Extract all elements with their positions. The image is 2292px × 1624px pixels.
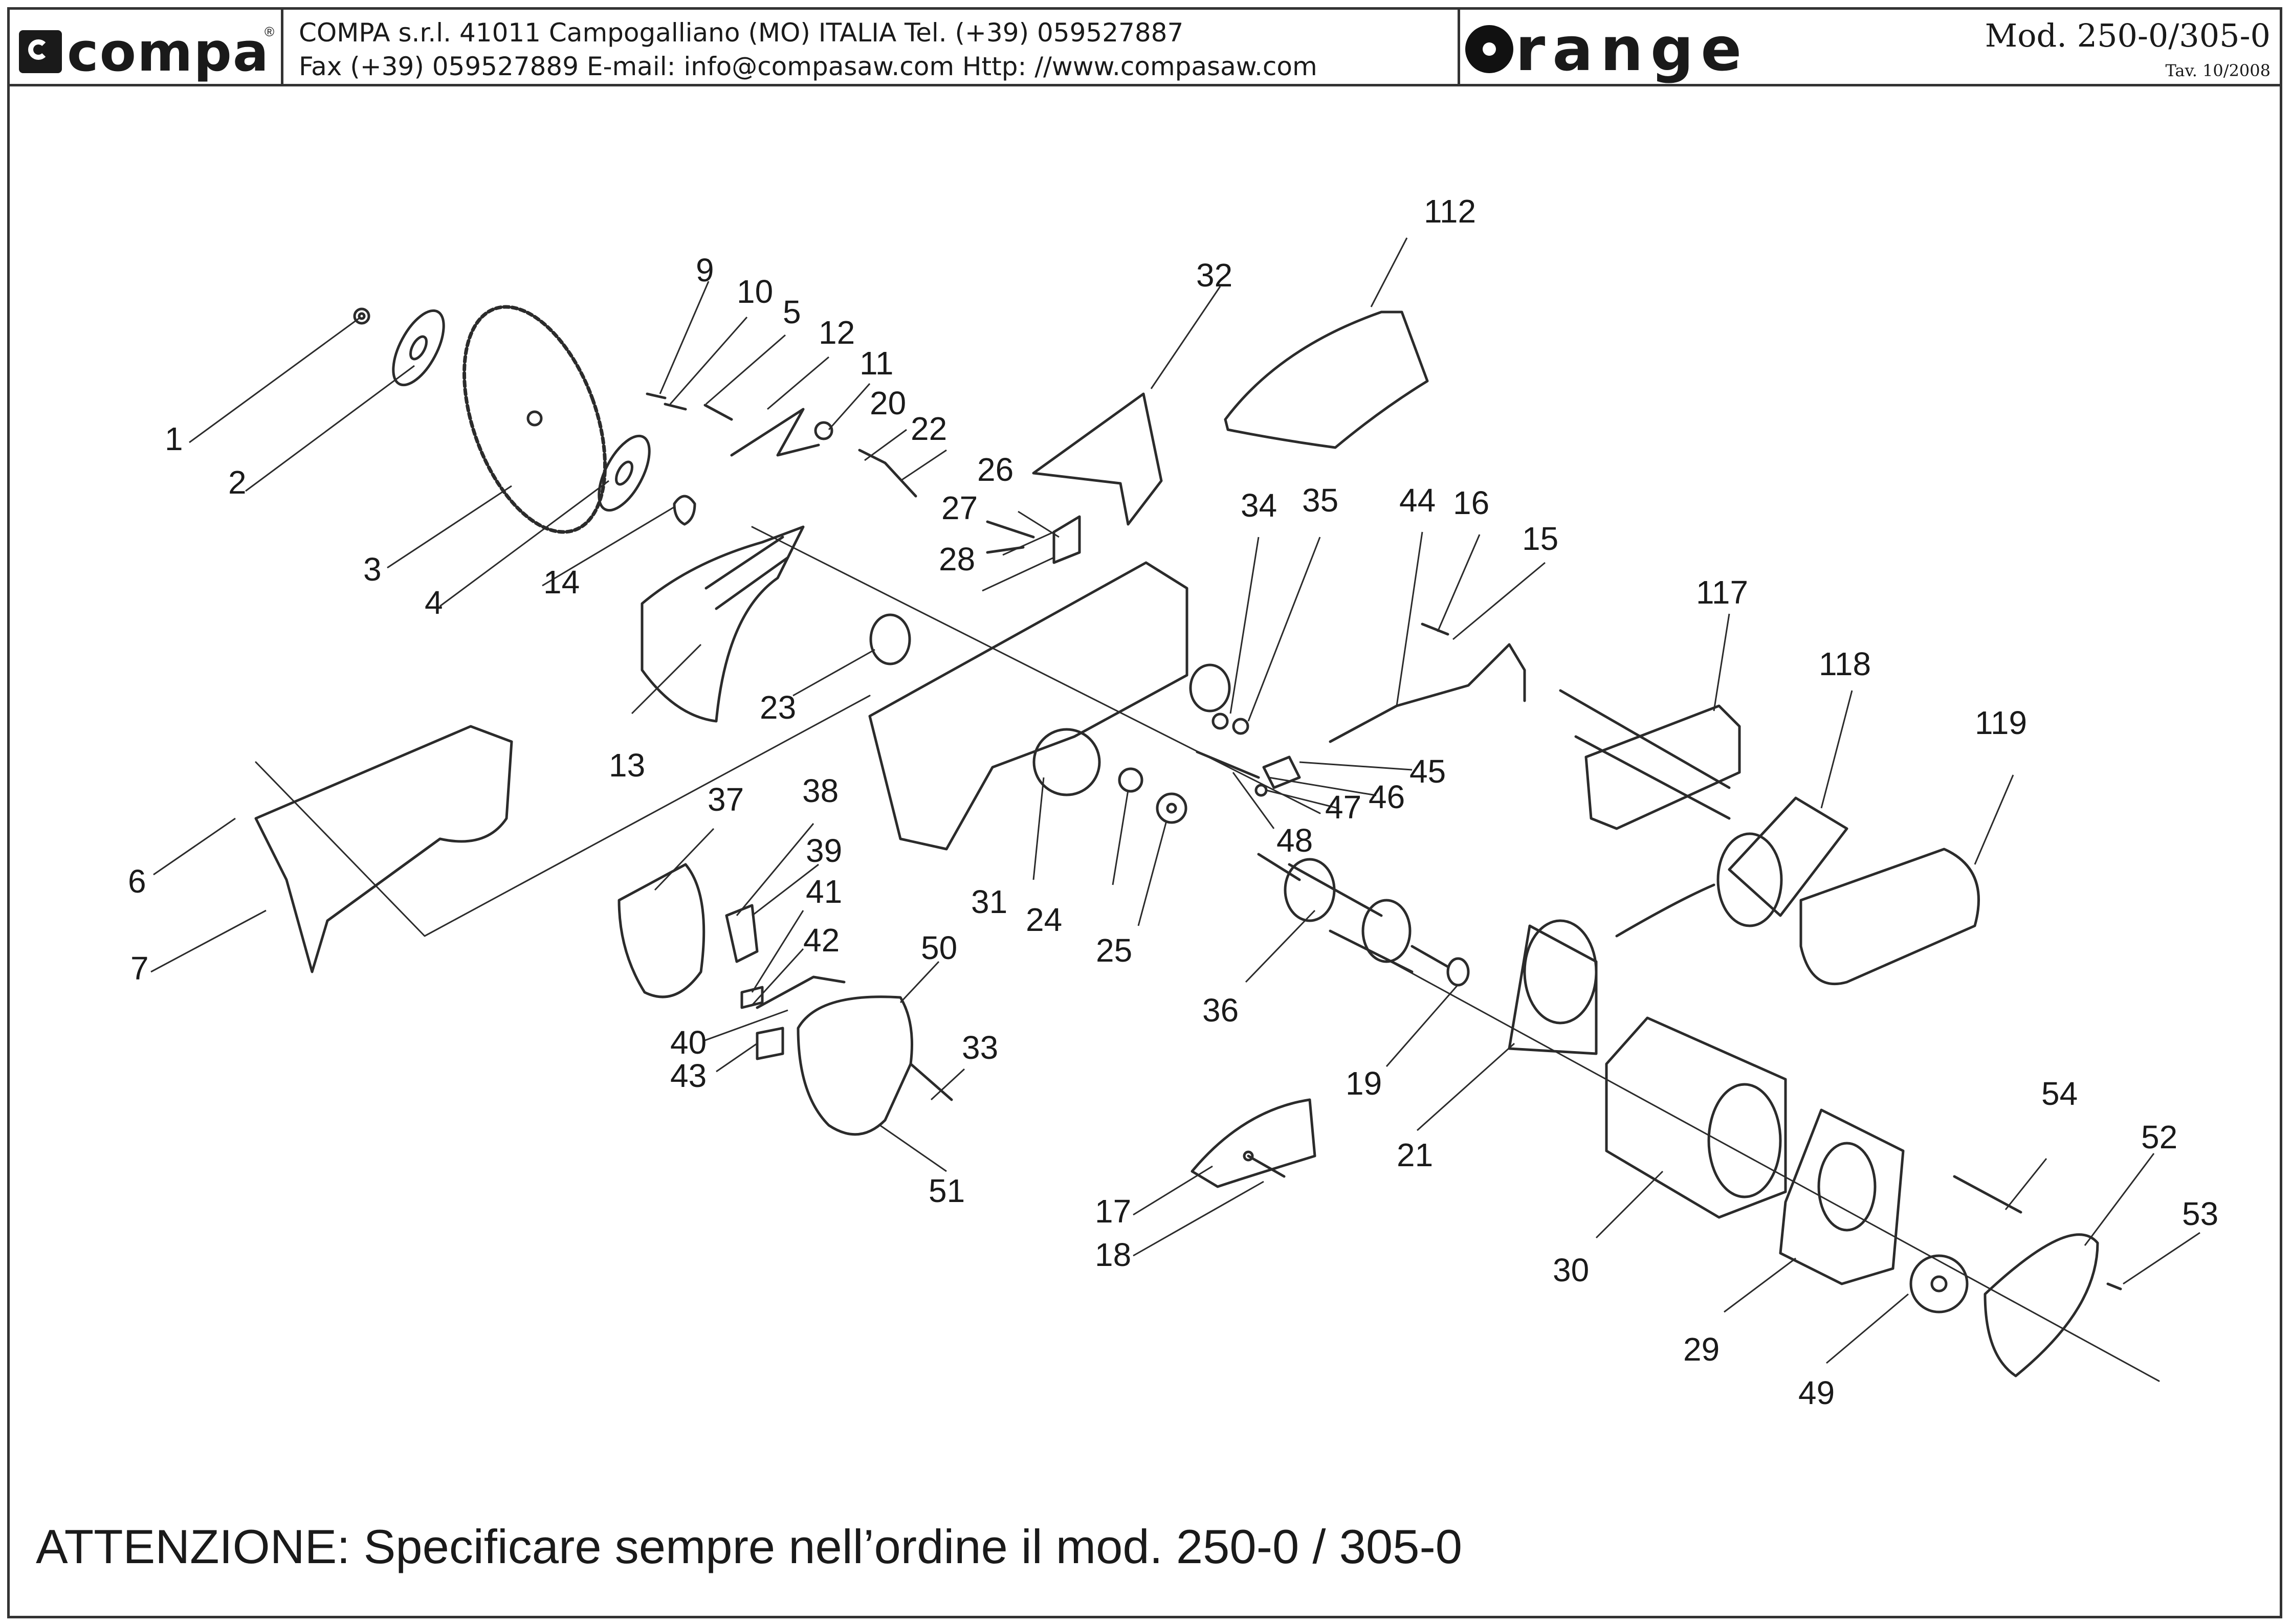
part-label: 38 xyxy=(802,772,839,809)
part-label: 14 xyxy=(543,564,580,600)
leader-lines xyxy=(150,237,2200,1364)
part-label: 48 xyxy=(1276,822,1313,859)
address-line-1: COMPA s.r.l. 41011 Campogalliano (MO) IT… xyxy=(299,18,1184,48)
part-label: 16 xyxy=(1453,484,1489,521)
drawing-sheet: compa ® COMPA s.r.l. 41011 Campogalliano… xyxy=(7,7,2282,1618)
part-label: 39 xyxy=(806,832,842,869)
orange-logo-text: range xyxy=(1515,14,1749,84)
part-label: 25 xyxy=(1096,932,1132,969)
part-label: 21 xyxy=(1397,1137,1433,1173)
address-line-2: Fax (+39) 059527889 E-mail: info@compasa… xyxy=(299,52,1317,81)
part-label: 28 xyxy=(939,541,975,577)
part-label: 45 xyxy=(1409,753,1446,790)
part-label: 12 xyxy=(819,314,855,351)
part-label: 44 xyxy=(1399,482,1436,519)
part-label: 9 xyxy=(696,252,714,288)
part-label: 119 xyxy=(1975,704,2027,741)
part-label: 18 xyxy=(1095,1236,1131,1273)
part-label: 35 xyxy=(1302,482,1338,519)
part-label: 49 xyxy=(1798,1374,1835,1411)
part-label: 47 xyxy=(1325,789,1361,826)
compa-logo: compa ® xyxy=(10,10,283,84)
part-label: 30 xyxy=(1553,1252,1589,1288)
part-label: 54 xyxy=(2041,1075,2078,1112)
part-label: 7 xyxy=(130,950,149,987)
compa-logo-mark xyxy=(19,30,62,73)
part-label: 10 xyxy=(737,273,773,310)
part-label: 36 xyxy=(1202,992,1239,1029)
title-block: compa ® COMPA s.r.l. 41011 Campogalliano… xyxy=(10,10,2280,86)
part-label: 29 xyxy=(1683,1331,1720,1368)
part-label: 23 xyxy=(760,689,796,726)
part-label: 6 xyxy=(128,863,146,900)
part-label: 1 xyxy=(165,420,183,457)
order-note: ATTENZIONE: Specificare sempre nell’ordi… xyxy=(36,1520,1463,1573)
part-label: 5 xyxy=(783,294,801,330)
part-label: 20 xyxy=(870,385,906,421)
part-number-labels: 1 2 3 4 5 6 7 9 10 11 12 13 14 15 16 17 … xyxy=(128,193,2218,1411)
part-label: 112 xyxy=(1424,193,1476,230)
part-label: 43 xyxy=(670,1057,707,1094)
part-shapes xyxy=(254,305,2160,1382)
model-number: Mod. 250-0/305-0 xyxy=(1985,17,2271,54)
part-label: 11 xyxy=(859,345,893,382)
part-label: 17 xyxy=(1095,1193,1131,1230)
part-label: 50 xyxy=(921,929,957,966)
model-block: Mod. 250-0/305-0 Tav. 10/2008 xyxy=(1834,10,2280,84)
part-label: 42 xyxy=(803,922,840,959)
part-label: 27 xyxy=(941,490,978,526)
part-label: 3 xyxy=(363,551,382,588)
part-label: 31 xyxy=(971,883,1007,920)
part-label: 117 xyxy=(1696,574,1748,611)
part-label: 19 xyxy=(1346,1065,1382,1102)
part-label: 118 xyxy=(1819,646,1871,682)
part-label: 41 xyxy=(806,873,842,910)
table-reference: Tav. 10/2008 xyxy=(2165,61,2271,80)
part-label: 13 xyxy=(609,747,645,784)
registered-mark: ® xyxy=(265,24,275,39)
part-label: 52 xyxy=(2141,1119,2177,1155)
part-label: 40 xyxy=(670,1024,707,1061)
part-label: 32 xyxy=(1196,257,1232,294)
part-label: 51 xyxy=(929,1172,965,1209)
part-label: 26 xyxy=(977,451,1013,488)
compa-logo-text: compa xyxy=(67,21,270,83)
orange-brand-logo: range xyxy=(1460,10,1834,84)
company-address: COMPA s.r.l. 41011 Campogalliano (MO) IT… xyxy=(283,10,1460,84)
part-label: 22 xyxy=(911,410,947,447)
part-label: 34 xyxy=(1241,487,1277,524)
part-label: 46 xyxy=(1369,778,1405,815)
part-label: 24 xyxy=(1026,901,1062,938)
orange-logo-mark xyxy=(1465,25,1513,73)
part-label: 53 xyxy=(2182,1195,2218,1232)
part-label: 33 xyxy=(962,1029,998,1066)
part-label: 15 xyxy=(1522,520,1558,557)
part-label: 37 xyxy=(708,781,744,818)
part-label: 4 xyxy=(425,584,443,621)
part-label: 2 xyxy=(228,464,247,501)
